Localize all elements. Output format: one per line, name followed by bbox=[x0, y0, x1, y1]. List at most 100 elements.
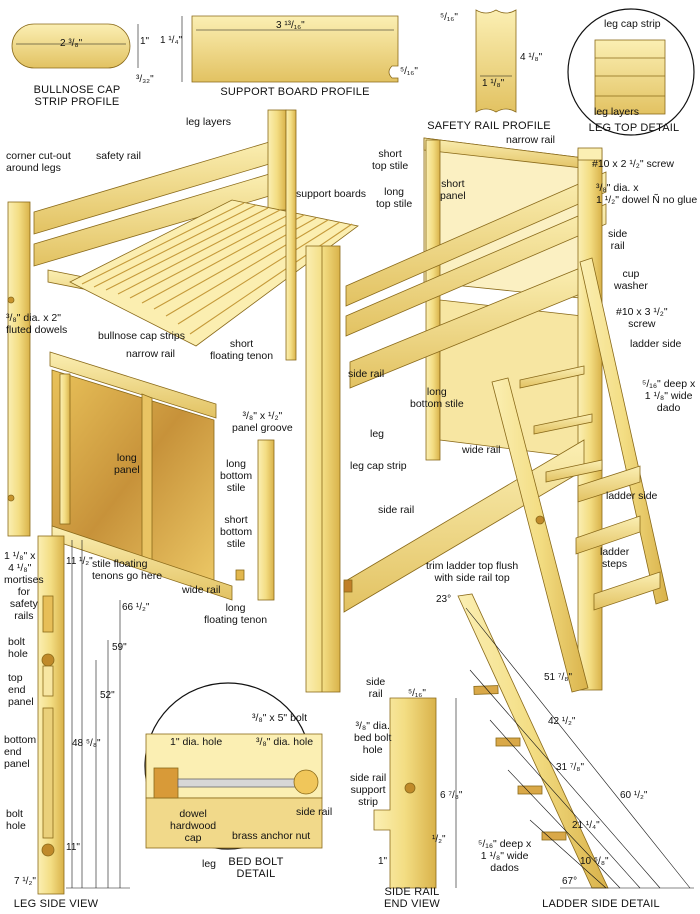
anchor-nut-label: brass anchor nut bbox=[232, 830, 311, 842]
dim-59: 59" bbox=[112, 642, 127, 653]
bolt-leg-label: leg bbox=[202, 858, 217, 870]
support-board-profile-shape bbox=[181, 15, 399, 83]
cup-washer-label: cup washer bbox=[614, 268, 648, 292]
long-panel-label: long panel bbox=[114, 452, 140, 476]
left-rear-leg bbox=[7, 201, 31, 537]
leg-top-detail-inset bbox=[567, 8, 695, 136]
bolt-side-rail-label: side rail bbox=[296, 806, 333, 818]
front-center-leg bbox=[305, 245, 341, 693]
d31-label: 31 ⁷/₈" bbox=[556, 762, 584, 773]
dim-48-5-8: 48 ⁵/₈" bbox=[72, 738, 101, 749]
bolt-hole-bottom-label: bolt hole bbox=[6, 808, 26, 832]
bolt-hole-top-label: bolt hole bbox=[8, 636, 28, 660]
ladder-side-top-label: ladder side bbox=[630, 338, 682, 350]
d42-label: 42 ¹/₂" bbox=[548, 716, 576, 727]
ladder-assembly bbox=[491, 257, 669, 693]
long-floating-tenon-label: long floating tenon bbox=[204, 602, 268, 626]
side-rail-end-view-title: SIDE RAIL END VIEW bbox=[384, 886, 440, 910]
d21-label: 21 ¹/₄" bbox=[572, 820, 600, 831]
leg-layers-label: leg layers bbox=[186, 116, 231, 128]
dado-note-label: ⁵/₁₆" deep x 1 ¹/₈" wide dado bbox=[642, 378, 696, 414]
leg-top-strip-label: leg cap strip bbox=[604, 18, 661, 30]
bottom-end-panel-label: bottom end panel bbox=[4, 734, 37, 770]
dim-11-half: 11 ¹/₂" bbox=[66, 556, 93, 567]
side-rail-lower-label: side rail bbox=[378, 504, 415, 516]
hole-1in-label: 1" dia. hole bbox=[170, 736, 223, 748]
safety-rail-label: safety rail bbox=[96, 150, 141, 162]
side-rail-inset-label: side rail bbox=[608, 228, 628, 252]
top-end-panel-label: top end panel bbox=[8, 672, 34, 708]
bed-bolt-detail-inset bbox=[144, 682, 323, 850]
safety-rail-profile-shape bbox=[475, 9, 517, 113]
short-panel-label: short panel bbox=[440, 178, 466, 202]
bed-bolt-hole-label: ³/₈" dia. bed bolt hole bbox=[354, 720, 392, 756]
end-side-rail-label: side rail bbox=[366, 676, 386, 700]
safety-top-dim: ⁵/₁₆" bbox=[440, 12, 458, 23]
angle-top-label: 23° bbox=[436, 594, 452, 605]
fluted-dowels-label: ³/₈" dia. x 2" fluted dowels bbox=[6, 312, 68, 336]
short-floating-tenon-label: short floating tenon bbox=[210, 338, 274, 362]
bullnose-width-dim: 2 ³/₈" bbox=[60, 38, 83, 49]
d60-label: 60 ¹/₂" bbox=[620, 790, 648, 801]
hole-3-8-label: ³/₈" dia. hole bbox=[256, 736, 314, 748]
end-top-dim: ⁵/₁₆" bbox=[408, 688, 426, 699]
ladder-side-detail-title: LADDER SIDE DETAIL bbox=[542, 898, 660, 910]
leg-top-detail-title: LEG TOP DETAIL bbox=[588, 122, 680, 134]
mortise-size-label: 1 ¹/₈" x 4 ¹/₈" bbox=[4, 550, 36, 574]
leg-top-layers-label: leg layers bbox=[594, 106, 639, 118]
bolt-label: ³/₈" x 5" bolt bbox=[252, 712, 307, 724]
support-boards-label: support boards bbox=[296, 188, 367, 200]
panel-groove-label: ³/₈" x ¹/₂" panel groove bbox=[232, 410, 293, 434]
ladder-steps-label: ladder steps bbox=[600, 546, 630, 570]
dowel-note-label: ³/₈" dia. x 1 ¹/₂" dowel Ñ no glue bbox=[596, 182, 698, 206]
leg-dimension-lines bbox=[66, 540, 130, 889]
end-half-dim: ¹/₂" bbox=[432, 834, 446, 845]
ladder-side-bottom-label: ladder side bbox=[606, 490, 658, 502]
d51-label: 51 ⁷/₈" bbox=[544, 672, 572, 683]
side-rail-mid-label: side rail bbox=[348, 368, 385, 380]
bullnose-cap-strips-label: bullnose cap strips bbox=[98, 330, 185, 342]
front-safety-rails bbox=[345, 171, 607, 389]
screw-top-label: #10 x 2 ¹/₂" screw bbox=[592, 158, 674, 170]
support-width-dim: 3 ¹³/₁₆" bbox=[276, 20, 305, 31]
angle-bottom-label: 67° bbox=[562, 876, 578, 887]
dim-7-half: 7 ¹/₂" bbox=[14, 876, 36, 887]
side-rail-end-view-drawing bbox=[373, 697, 437, 889]
long-bottom-stile-left-label: long bottom stile bbox=[220, 458, 253, 494]
bed-bolt-detail-title: BED BOLT DETAIL bbox=[228, 856, 284, 880]
corner-cutout-label: corner cut-out around legs bbox=[6, 150, 71, 174]
short-top-stile-label: short top stile bbox=[372, 148, 409, 172]
dim-52: 52" bbox=[100, 690, 115, 701]
bullnose-small-dim: ³/₃₂" bbox=[136, 74, 154, 85]
d10-label: 10 ⁵/₈" bbox=[580, 856, 609, 867]
narrow-rail-right-label: narrow rail bbox=[506, 134, 556, 146]
leg-cap-strip-label: leg cap strip bbox=[350, 460, 407, 472]
trim-note-label: trim ladder top flush with side rail top bbox=[426, 560, 519, 584]
leg-label: leg bbox=[370, 428, 385, 440]
wide-rail-right-label: wide rail bbox=[462, 444, 501, 456]
leg-side-view-title: LEG SIDE VIEW bbox=[13, 898, 99, 910]
end-height-dim: 6 ⁷/₈" bbox=[440, 790, 463, 801]
stile-floating-tenons-label: stile floating tenons go here bbox=[92, 558, 163, 582]
bullnose-height-dim: 1" bbox=[140, 36, 150, 47]
screw-bottom-label: #10 x 3 ¹/₂" screw bbox=[616, 306, 668, 330]
bullnose-profile-title: BULLNOSE CAP STRIP PROFILE bbox=[33, 84, 121, 108]
support-profile-title: SUPPORT BOARD PROFILE bbox=[220, 86, 370, 98]
safety-height-dim: 4 ¹/₈" bbox=[520, 52, 543, 63]
mortise-note-label: mortises for safety rails bbox=[4, 574, 44, 622]
leg-side-view-drawing bbox=[37, 535, 65, 895]
short-bottom-stile-label: short bottom stile bbox=[220, 514, 253, 550]
dim-11: 11" bbox=[66, 842, 80, 853]
bullnose-profile-shape bbox=[11, 23, 139, 69]
long-bottom-stile-right-label: long bottom stile bbox=[410, 386, 464, 410]
dim-66-half: 66 ¹/₂" bbox=[122, 602, 150, 613]
safety-profile-title: SAFETY RAIL PROFILE bbox=[427, 120, 551, 132]
safety-width-dim: 1 ¹/₈" bbox=[482, 78, 505, 89]
narrow-rail-left-label: narrow rail bbox=[126, 348, 176, 360]
wide-rail-left-label: wide rail bbox=[182, 584, 221, 596]
support-groove-dim: ⁵/₁₆" bbox=[400, 66, 418, 77]
left-end-panel bbox=[49, 351, 275, 601]
support-height-dim: 1 ¹/₄" bbox=[160, 35, 183, 46]
